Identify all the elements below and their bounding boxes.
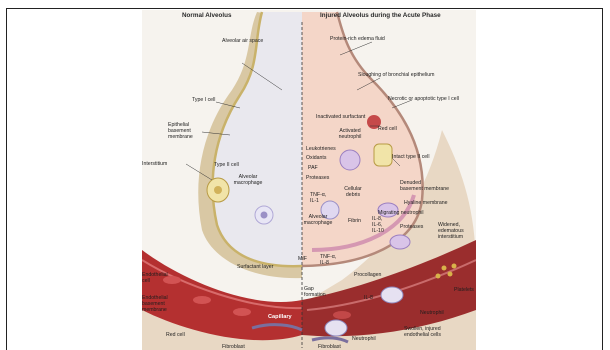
label-endothelial-cell: Endothelial cell	[142, 272, 168, 284]
label-tnf-il1: TNF-α, IL-1	[310, 192, 326, 204]
label-alveolar-macrophage: Alveolar macrophage	[232, 174, 264, 186]
left-header: Normal Alveolus	[182, 12, 231, 19]
label-paf: PAF	[308, 165, 318, 171]
label-sloughing: Sloughing of bronchial epithelium	[358, 72, 434, 78]
label-type2-cell: Type II cell	[214, 162, 239, 168]
label-fibrin: Fibrin	[348, 218, 361, 224]
label-procollagen: Procollagen	[354, 272, 381, 278]
label-mif: MIF	[298, 256, 307, 262]
label-protein-rich-edema: Protein-rich edema fluid	[330, 36, 385, 42]
label-tnf-il8: TNF-α, IL-8	[320, 254, 336, 266]
label-cellular-debris: Cellular debris	[338, 186, 368, 198]
label-interstitium: Interstitium	[142, 161, 167, 167]
label-type1-cell: Type I cell	[192, 97, 215, 103]
label-migrating-neutrophil: Migrating neutrophil	[378, 210, 424, 216]
label-widened-interstitium: Widened, edematous interstitium	[438, 222, 464, 240]
label-proteases-2: Proteases	[400, 224, 423, 230]
label-alveolar-air-space: Alveolar air space	[222, 38, 263, 44]
label-swollen-endothelial: Swollen, injured endothelial cells	[404, 326, 441, 338]
label-proteases: Proteases	[306, 175, 329, 181]
label-surfactant-layer: Surfactant layer	[237, 264, 273, 270]
label-leukotrienes: Leukotrienes	[306, 146, 336, 152]
label-platelets: Platelets	[454, 287, 474, 293]
label-fibroblast-right: Fibroblast	[318, 344, 341, 350]
label-denuded-bm: Denuded basement membrane	[400, 180, 449, 192]
label-oxidants: Oxidants	[306, 155, 326, 161]
label-il-block: IL-8, IL-6, IL-10	[372, 216, 384, 234]
label-endothelial-basement-membrane: Endothelial basement membrane	[142, 295, 168, 313]
label-fibroblast-left: Fibroblast	[222, 344, 245, 350]
label-gap-formation: Gap formation	[304, 286, 326, 298]
label-alveolar-macrophage-right: Alveolar macrophage	[300, 214, 336, 226]
label-neutrophil-1: Neutrophil	[420, 310, 444, 316]
label-hyaline-membrane: Hyaline membrane	[404, 200, 448, 206]
label-red-cell-right: Red cell	[378, 126, 397, 132]
label-activated-neutrophil: Activated neutrophil	[332, 128, 368, 140]
label-epithelial-basement-membrane: Epithelial basement membrane	[168, 122, 208, 140]
right-header: Injured Alveolus during the Acute Phase	[320, 12, 441, 19]
label-neutrophil-2: Neutrophil	[352, 336, 376, 342]
label-il8: IL-8	[364, 295, 373, 301]
label-intact-type2: Intact type II cell	[392, 154, 429, 160]
label-capillary: Capillary	[268, 314, 292, 320]
label-red-cell-left: Red cell	[166, 332, 185, 338]
label-necrotic-type1: Necrotic or apoptotic type I cell	[388, 96, 459, 102]
label-inactivated-surfactant: Inactivated surfactant	[316, 114, 365, 120]
diagram-panel: Normal Alveolus Injured Alveolus during …	[142, 10, 476, 350]
